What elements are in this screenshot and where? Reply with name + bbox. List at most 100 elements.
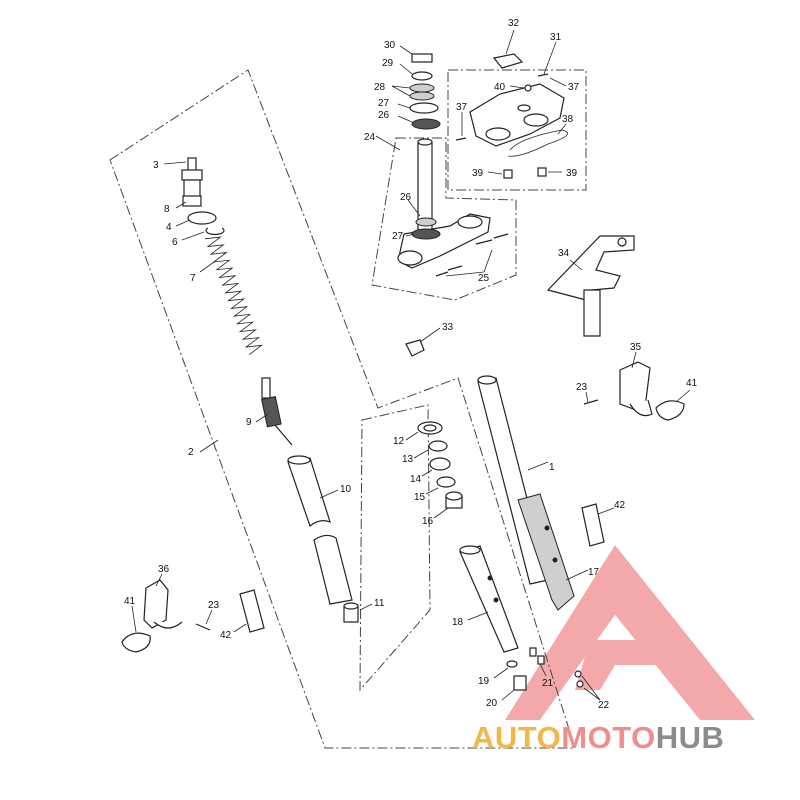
part-23-right-bolt	[583, 391, 599, 405]
part-15-oring	[425, 476, 456, 495]
callout-34: 34	[558, 248, 570, 259]
callout-3: 3	[153, 160, 159, 171]
part-21-screw	[529, 647, 547, 677]
callout-39-right: 39	[566, 168, 578, 179]
part-40-grommet	[509, 84, 532, 92]
callout-19: 19	[478, 676, 490, 687]
watermark-hub: HUB	[656, 720, 725, 755]
callout-21: 21	[542, 678, 554, 689]
callout-22: 22	[598, 700, 610, 711]
callout-24: 24	[364, 132, 376, 143]
callout-27-lower: 27	[392, 231, 404, 242]
callout-16: 16	[422, 516, 434, 527]
part-41-right-clip	[655, 389, 691, 421]
part-27-lower-race	[405, 228, 441, 240]
part-11-bush	[343, 602, 373, 623]
callout-27-top: 27	[378, 98, 390, 109]
part-42-left-reflector	[233, 589, 265, 633]
callout-2: 2	[188, 447, 194, 458]
callout-42-left: 42	[220, 630, 232, 641]
watermark-moto: MOTO	[561, 720, 655, 755]
callout-30: 30	[384, 40, 396, 51]
callout-26-lower: 26	[400, 192, 412, 203]
callout-41-left: 41	[124, 596, 136, 607]
part-41-left-clip	[121, 605, 151, 653]
part-19-washer	[493, 660, 518, 679]
callout-41-right: 41	[686, 378, 698, 389]
callout-15: 15	[414, 492, 426, 503]
callout-32: 32	[508, 18, 520, 29]
callout-6: 6	[172, 237, 178, 248]
part-42-right-reflector	[581, 503, 615, 547]
callout-20: 20	[486, 698, 498, 709]
callout-31: 31	[550, 32, 562, 43]
part-27-top-race	[397, 102, 439, 114]
part-32-top-yoke-nut	[492, 29, 524, 69]
part-20-drain-bolt	[501, 675, 527, 701]
part-29-washer	[399, 63, 433, 81]
callout-28: 28	[374, 82, 386, 93]
callout-18: 18	[452, 617, 464, 628]
callout-9: 9	[246, 417, 252, 428]
callout-42-right: 42	[614, 500, 626, 511]
callout-8: 8	[164, 204, 170, 215]
watermark-auto: AUTO	[472, 720, 561, 755]
callout-10: 10	[340, 484, 352, 495]
part-3-fork-cap	[163, 157, 203, 199]
callout-12: 12	[393, 436, 405, 447]
part-26-lower-bearing	[407, 199, 437, 227]
callout-38: 38	[562, 114, 574, 125]
part-24-lower-yoke-stem	[375, 135, 491, 269]
part-16-bush	[433, 491, 463, 519]
callout-39-left: 39	[472, 168, 484, 179]
callout-40: 40	[494, 82, 506, 93]
internals-group-outline	[359, 404, 431, 692]
part-34-bracket	[546, 235, 635, 337]
part-4-oring	[175, 211, 217, 227]
part-1-right-fork-tube	[477, 375, 575, 611]
part-37-bolts	[455, 73, 567, 141]
callout-4: 4	[166, 222, 172, 233]
callout-36: 36	[158, 564, 170, 575]
top-yoke-group-outline	[447, 69, 587, 191]
part-9-damper-rod	[255, 377, 293, 446]
callout-13: 13	[402, 454, 414, 465]
part-22-clips	[574, 670, 601, 701]
callout-37-side: 37	[456, 102, 468, 113]
part-8-cap-seal	[175, 195, 202, 209]
part-30-top-nut	[399, 45, 433, 63]
callout-37-top: 37	[568, 82, 580, 93]
part-7-fork-spring	[199, 236, 263, 356]
part-2-leader	[199, 439, 219, 453]
part-31-top-yoke	[469, 41, 565, 147]
callout-23-right: 23	[576, 382, 588, 393]
callout-1: 1	[549, 462, 555, 473]
part-17-right-slider	[565, 569, 589, 581]
callout-11: 11	[374, 598, 385, 609]
callout-33: 33	[442, 322, 454, 333]
part-12-seal	[405, 421, 443, 441]
callout-35: 35	[630, 342, 642, 353]
part-14-washer	[421, 457, 451, 477]
callout-7: 7	[190, 273, 196, 284]
part-25-pinch-bolts	[435, 233, 509, 277]
left-fork-group-outline	[109, 69, 576, 749]
part-28-locknuts	[391, 83, 435, 101]
part-6-circlip	[181, 227, 225, 241]
part-38-cable	[507, 123, 568, 157]
part-36-left-reflector-bracket	[143, 573, 183, 629]
part-26-top-bearing	[397, 115, 441, 130]
part-39-screws	[487, 167, 562, 179]
callout-23-left: 23	[208, 600, 220, 611]
part-10-fork-tube	[287, 455, 353, 605]
part-33-stem-nut	[405, 327, 441, 357]
watermark-text: AUTOMOTOHUB	[472, 720, 724, 755]
callout-25: 25	[478, 273, 490, 284]
callout-14: 14	[410, 474, 422, 485]
lower-yoke-group-outline	[371, 137, 517, 301]
callout-17: 17	[588, 567, 600, 578]
part-23-left-bolt	[195, 609, 213, 631]
part-13-clip	[413, 440, 448, 459]
